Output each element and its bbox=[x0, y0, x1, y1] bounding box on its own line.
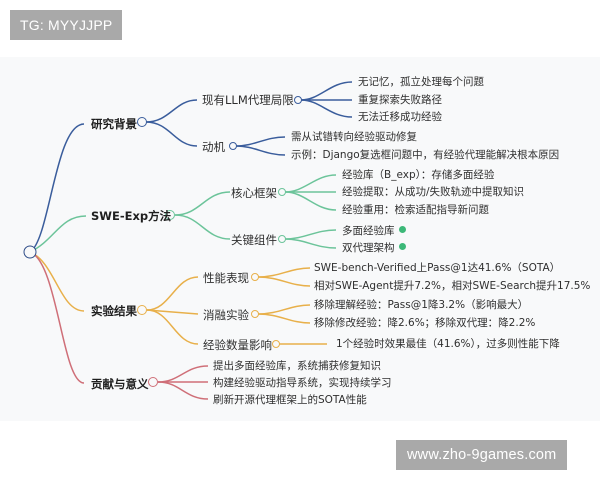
leaf-experience-bank[interactable]: 经验库（B_exp）：存储多面经验 bbox=[342, 169, 495, 181]
leaf-dual-agent-label: 双代理架构 bbox=[342, 242, 395, 254]
node-core-framework[interactable]: 核心框架 bbox=[231, 186, 277, 200]
branch-research-background[interactable]: 研究背景 bbox=[91, 117, 137, 131]
collapse-toggle-background[interactable] bbox=[137, 117, 147, 127]
leaf-no-transfer[interactable]: 无法迁移成功经验 bbox=[358, 111, 442, 123]
link-root-contribution bbox=[29, 251, 85, 384]
leaf-no-memory[interactable]: 无记忆，孤立处理每个问题 bbox=[358, 76, 484, 88]
collapse-toggle-motivation[interactable] bbox=[229, 142, 237, 150]
leaf-experience-reuse[interactable]: 经验重用：检索适配指导新问题 bbox=[342, 204, 489, 216]
collapse-toggle-method[interactable] bbox=[165, 210, 175, 220]
collapse-toggle-results[interactable] bbox=[137, 305, 147, 315]
leaf-repeat-failures[interactable]: 重复探索失败路径 bbox=[358, 94, 442, 106]
collapse-toggle-contribution[interactable] bbox=[148, 377, 158, 387]
watermark-top: TG: MYYJJPP bbox=[10, 10, 123, 40]
branch-contribution[interactable]: 贡献与意义 bbox=[91, 377, 149, 391]
leaf-multifaceted-bank-label: 多面经验库 bbox=[342, 225, 395, 237]
link-root-results bbox=[29, 251, 85, 312]
branch-experiment-results[interactable]: 实验结果 bbox=[91, 304, 137, 318]
leaf-remove-comprehension[interactable]: 移除理解经验：Pass@1降3.2%（影响最大） bbox=[314, 299, 529, 311]
leaf-one-experience-best[interactable]: 1个经验时效果最佳（41.6%），过多则性能下降 bbox=[336, 338, 560, 350]
status-dot-icon bbox=[398, 243, 406, 250]
leaf-pass-at-1-sota[interactable]: SWE-bench-Verified上Pass@1达41.6%（SOTA） bbox=[314, 262, 561, 274]
root-node[interactable] bbox=[23, 245, 37, 259]
leaf-dual-agent[interactable]: 双代理架构 bbox=[342, 241, 406, 255]
leaf-multifaceted-bank[interactable]: 多面经验库 bbox=[342, 224, 406, 238]
collapse-toggle-performance[interactable] bbox=[251, 273, 259, 281]
leaf-remove-modification[interactable]: 移除修改经验：降2.6%；移除双代理：降2.2% bbox=[314, 317, 536, 329]
node-experience-count[interactable]: 经验数量影响 bbox=[203, 338, 272, 352]
leaf-experience-extraction[interactable]: 经验提取：从成功/失败轨迹中提取知识 bbox=[342, 186, 525, 198]
collapse-toggle-core-framework[interactable] bbox=[278, 188, 286, 196]
status-dot-icon bbox=[398, 226, 406, 233]
leaf-guidance-system[interactable]: 构建经验驱动指导系统，实现持续学习 bbox=[213, 377, 392, 389]
watermark-bottom: www.zho-9games.com bbox=[396, 440, 568, 470]
collapse-toggle-ablation[interactable] bbox=[251, 310, 259, 318]
link-root-method bbox=[29, 215, 87, 253]
link-root-background bbox=[29, 123, 85, 253]
branch-swe-exp-method[interactable]: SWE-Exp方法 bbox=[91, 209, 172, 223]
collapse-toggle-exp-count[interactable] bbox=[272, 340, 280, 348]
leaf-experience-driven[interactable]: 需从试错转向经验驱动修复 bbox=[291, 131, 417, 143]
leaf-new-sota[interactable]: 刷新开源代理框架上的SOTA性能 bbox=[213, 394, 367, 406]
node-performance[interactable]: 性能表现 bbox=[203, 271, 249, 285]
leaf-relative-improvement[interactable]: 相对SWE-Agent提升7.2%，相对SWE-Search提升17.5% bbox=[314, 280, 591, 292]
leaf-propose-bank[interactable]: 提出多面经验库，系统捕获修复知识 bbox=[213, 360, 381, 372]
node-llm-agent-limits[interactable]: 现有LLM代理局限 bbox=[202, 93, 294, 107]
collapse-toggle-llm-limits[interactable] bbox=[294, 96, 302, 104]
leaf-django-example[interactable]: 示例：Django复选框问题中，有经验代理能解决根本原因 bbox=[291, 149, 560, 161]
node-key-components[interactable]: 关键组件 bbox=[231, 233, 277, 247]
node-ablation[interactable]: 消融实验 bbox=[203, 308, 249, 322]
node-motivation[interactable]: 动机 bbox=[202, 140, 225, 154]
mindmap-canvas bbox=[0, 57, 600, 421]
collapse-toggle-key-components[interactable] bbox=[278, 235, 286, 243]
